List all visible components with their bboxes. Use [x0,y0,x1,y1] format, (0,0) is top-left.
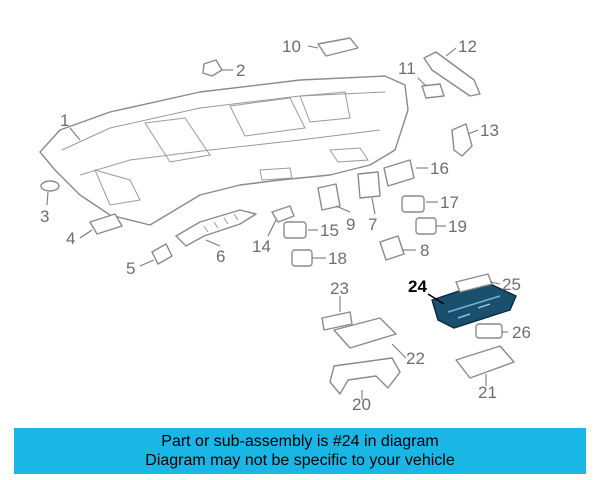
part-4 [89,213,123,235]
callout-labels: 1 2 3 4 5 6 7 8 9 10 11 12 13 14 15 16 1… [40,37,531,414]
part-9 [317,183,341,211]
callout-8: 8 [420,241,429,260]
callout-6: 6 [216,247,225,266]
callout-16: 16 [430,159,449,178]
part-14 [271,205,295,223]
part-8 [379,235,405,261]
part-6 [175,209,257,247]
part-26 [475,323,503,339]
callout-25: 25 [502,275,521,294]
part-23 [321,311,353,331]
callout-3: 3 [40,207,49,226]
part-25 [455,273,493,293]
part-1-headliner [39,75,409,226]
part-12 [423,51,481,97]
part-19 [415,217,437,235]
leader-lines [46,45,508,400]
part-16 [383,159,415,187]
callout-2: 2 [236,61,245,80]
banner-line-part: Part or sub-assembly is #24 in diagram [161,433,439,450]
callout-14: 14 [252,237,271,256]
callout-19: 19 [448,217,467,236]
banner-line-disclaimer: Diagram may not be specific to your vehi… [145,452,455,469]
callout-12: 12 [458,37,477,56]
part-5 [151,243,173,265]
callout-26: 26 [512,323,531,342]
callout-23: 23 [330,279,349,298]
part-3 [40,180,60,192]
callout-5: 5 [126,259,135,278]
part-11 [421,83,445,99]
callout-24: 24 [408,277,427,296]
callout-9: 9 [346,215,355,234]
callout-15: 15 [320,221,339,240]
callout-18: 18 [328,249,347,268]
callout-17: 17 [440,193,459,212]
part-22 [333,317,397,349]
part-10 [317,37,359,57]
callout-11: 11 [398,59,416,78]
part-13 [451,123,473,157]
part-15 [283,221,307,239]
callout-20: 20 [352,395,371,414]
part-20 [329,357,401,395]
callout-7: 7 [368,215,377,234]
callout-4: 4 [66,229,75,248]
part-21 [455,345,515,379]
part-18 [291,249,313,267]
callout-13: 13 [480,121,499,140]
part-2 [202,59,223,77]
part-7 [357,171,381,199]
callout-22: 22 [406,349,425,368]
info-banner: Part or sub-assembly is #24 in diagram D… [14,428,586,474]
parts-diagram: 1 2 3 4 5 6 7 8 9 10 11 12 13 14 15 16 1… [39,37,531,414]
callout-21: 21 [478,383,497,402]
part-24-highlighted [431,281,517,329]
callout-1: 1 [60,111,69,130]
part-17 [401,195,425,213]
callout-10: 10 [282,37,301,56]
